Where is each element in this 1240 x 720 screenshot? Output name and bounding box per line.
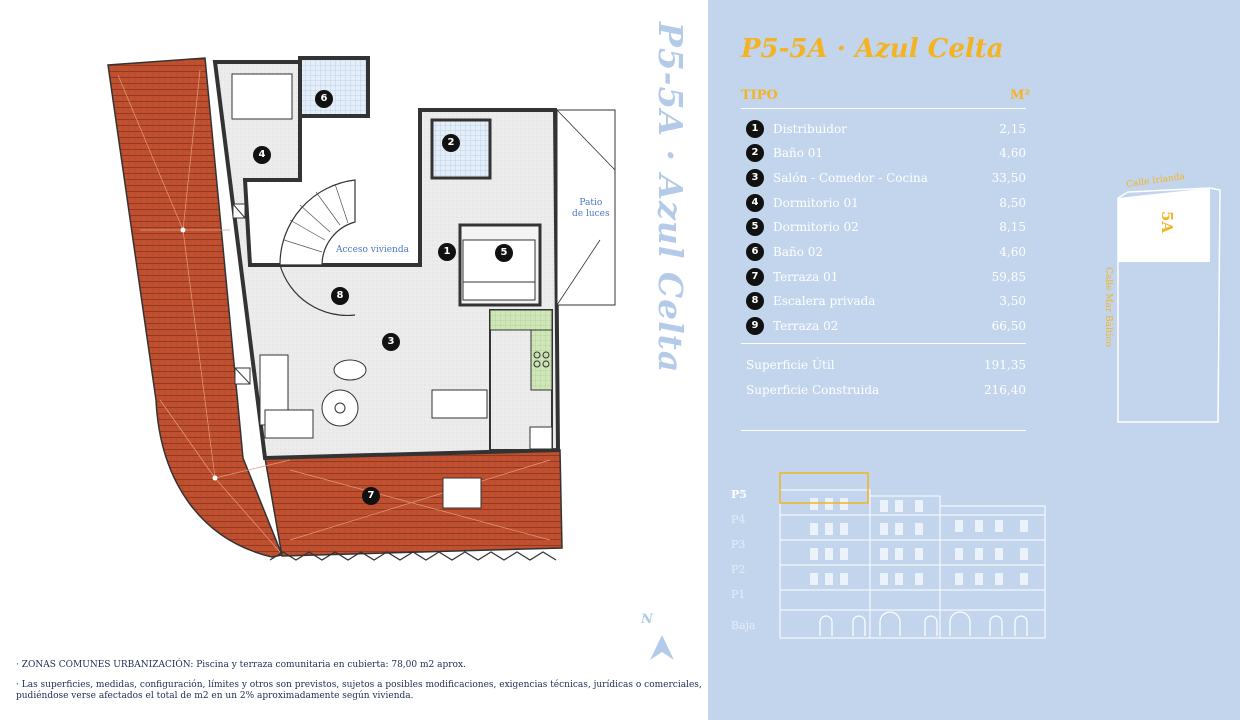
- summary-useful-label: Superficie Útil: [746, 358, 835, 372]
- room-number-1: 1: [438, 243, 456, 261]
- level-p5: P5: [731, 488, 747, 501]
- header-rule: [741, 108, 1026, 109]
- table-row: 1 Distribuidor 2,15: [746, 120, 1026, 140]
- key-plan-unit: 5A: [1158, 210, 1177, 234]
- table-row: 3 Salón - Comedor - Cocina 33,50: [746, 169, 1026, 189]
- summary-built-value: 216,40: [984, 383, 1026, 397]
- row-number: 8: [746, 292, 764, 310]
- table-row: 8 Escalera privada 3,50: [746, 292, 1026, 312]
- bottom-rule: [741, 430, 1026, 431]
- row-value: 8,50: [999, 196, 1026, 210]
- floor-plan: 1 2 3 4 5 6 7 8 Patio de luces Acceso vi…: [16, 56, 702, 701]
- summary-built: Superficie Construida 216,40: [746, 383, 1026, 397]
- row-number: 6: [746, 243, 764, 261]
- row-value: 3,50: [999, 294, 1026, 308]
- level-baja: Baja: [731, 619, 756, 632]
- room-number-7: 7: [362, 487, 380, 505]
- row-label: Terraza 02: [773, 319, 839, 333]
- row-value: 59,85: [991, 270, 1026, 284]
- level-p4: P4: [731, 513, 746, 526]
- col-header-tipo: TIPO: [741, 88, 778, 103]
- row-label: Dormitorio 01: [773, 196, 859, 210]
- row-value: 66,50: [991, 319, 1026, 333]
- row-value: 4,60: [999, 146, 1026, 160]
- row-label: Salón - Comedor - Cocina: [773, 171, 928, 185]
- unit-title: P5-5A · Azul Celta: [741, 34, 1004, 64]
- row-value: 2,15: [999, 122, 1026, 136]
- col-header-m2: M²: [1010, 88, 1031, 103]
- room-number-4: 4: [253, 146, 271, 164]
- row-value: 33,50: [991, 171, 1026, 185]
- row-number: 3: [746, 169, 764, 187]
- room-number-3: 3: [382, 333, 400, 351]
- room-number-6: 6: [315, 90, 333, 108]
- entry-label: Acceso vivienda: [336, 245, 409, 255]
- patio-label: Patio de luces: [572, 198, 610, 219]
- row-number: 2: [746, 144, 764, 162]
- room-number-2: 2: [442, 134, 460, 152]
- north-label: N: [641, 612, 653, 627]
- note-disclaimer: · Las superficies, medidas, configuració…: [16, 680, 702, 701]
- row-label: Distribuidor: [773, 122, 847, 136]
- row-value: 4,60: [999, 245, 1026, 259]
- table-row: 4 Dormitorio 01 8,50: [746, 194, 1026, 214]
- table-row: 6 Baño 02 4,60: [746, 243, 1026, 263]
- note-common-areas: · ZONAS COMUNES URBANIZACIÓN: Piscina y …: [16, 660, 466, 670]
- info-panel: [708, 0, 1240, 720]
- vertical-title: P5-5A · Azul Celta: [651, 22, 690, 374]
- room-number-5: 5: [495, 244, 513, 262]
- summary-built-label: Superficie Construida: [746, 383, 880, 397]
- level-p1: P1: [731, 588, 746, 601]
- street-side: Calle Mar Báltico: [1102, 267, 1113, 347]
- key-plan: [1117, 187, 1221, 423]
- table-row: 7 Terraza 01 59,85: [746, 268, 1026, 288]
- row-number: 5: [746, 218, 764, 236]
- row-label: Escalera privada: [773, 294, 876, 308]
- row-number: 1: [746, 120, 764, 138]
- table-row: 5 Dormitorio 02 8,15: [746, 218, 1026, 238]
- summary-rule: [741, 343, 1026, 344]
- level-p2: P2: [731, 563, 746, 576]
- row-label: Baño 01: [773, 146, 824, 160]
- table-row: 2 Baño 01 4,60: [746, 144, 1026, 164]
- summary-useful-value: 191,35: [984, 358, 1026, 372]
- building-elevation: [779, 472, 1046, 639]
- row-number: 9: [746, 317, 764, 335]
- summary-useful: Superficie Útil 191,35: [746, 358, 1026, 372]
- room-number-8: 8: [331, 287, 349, 305]
- row-value: 8,15: [999, 220, 1026, 234]
- row-label: Baño 02: [773, 245, 824, 259]
- row-number: 4: [746, 194, 764, 212]
- floor-plan-drawing: [107, 56, 674, 660]
- level-p3: P3: [731, 538, 746, 551]
- row-number: 7: [746, 268, 764, 286]
- row-label: Terraza 01: [773, 270, 839, 284]
- row-label: Dormitorio 02: [773, 220, 859, 234]
- table-row: 9 Terraza 02 66,50: [746, 317, 1026, 337]
